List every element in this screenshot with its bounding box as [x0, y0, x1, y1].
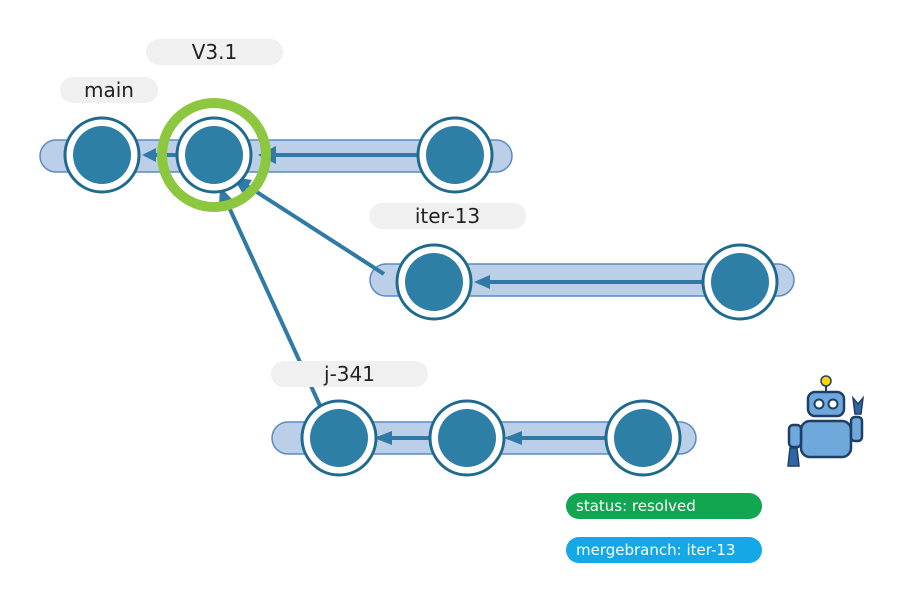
arrowhead-main-1	[142, 148, 156, 162]
mergebranch-badge: mergebranch: iter-13	[566, 537, 762, 563]
arrowhead-iter-1	[474, 275, 490, 289]
commit-node[interactable]	[428, 399, 506, 477]
commit-node[interactable]	[416, 116, 494, 194]
tag-main: main	[60, 77, 158, 103]
arrowhead-j341-2	[504, 431, 522, 445]
arrowhead-j341-1	[374, 431, 392, 445]
edge-iter-to-main	[236, 178, 386, 276]
commit-node[interactable]	[300, 399, 378, 477]
commit-node[interactable]	[604, 399, 682, 477]
commit-node[interactable]	[175, 116, 253, 194]
robot-icon	[787, 375, 865, 467]
status-badge: status: resolved	[566, 493, 762, 519]
tag-iter-13: iter-13	[369, 203, 526, 229]
tag-j-341: j-341	[271, 361, 428, 387]
tag-v31: V3.1	[146, 39, 283, 65]
commit-node[interactable]	[63, 116, 141, 194]
commit-node[interactable]	[395, 243, 473, 321]
commit-node[interactable]	[701, 243, 779, 321]
highlight-ring-v31	[157, 98, 271, 212]
